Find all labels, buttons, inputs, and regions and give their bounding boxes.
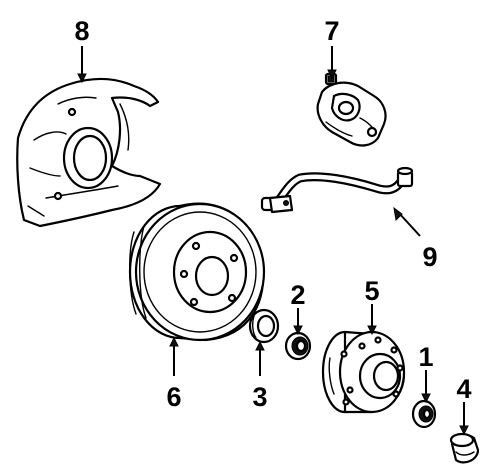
inner-bearing [284, 331, 312, 361]
callout-5: 5 [364, 276, 379, 306]
wheel-hub [321, 330, 406, 414]
callout-3: 3 [252, 382, 267, 412]
grease-seal [248, 308, 280, 344]
brake-disc [128, 202, 266, 342]
grease-cap [449, 432, 480, 464]
callout-9: 9 [422, 242, 437, 272]
leader-line-9 [397, 211, 421, 237]
outer-bearing [411, 399, 437, 429]
callout-1: 1 [418, 342, 433, 372]
brake-hose [260, 166, 414, 214]
callout-2: 2 [290, 280, 305, 310]
callout-labels: 8 7 9 6 3 2 5 1 4 [74, 16, 471, 412]
callout-8: 8 [74, 16, 89, 46]
leader-lines [77, 46, 469, 436]
callout-4: 4 [456, 374, 471, 404]
callout-6: 6 [166, 382, 181, 412]
dust-shield [16, 77, 162, 228]
callout-7: 7 [324, 16, 339, 46]
brake-caliper [316, 72, 387, 147]
